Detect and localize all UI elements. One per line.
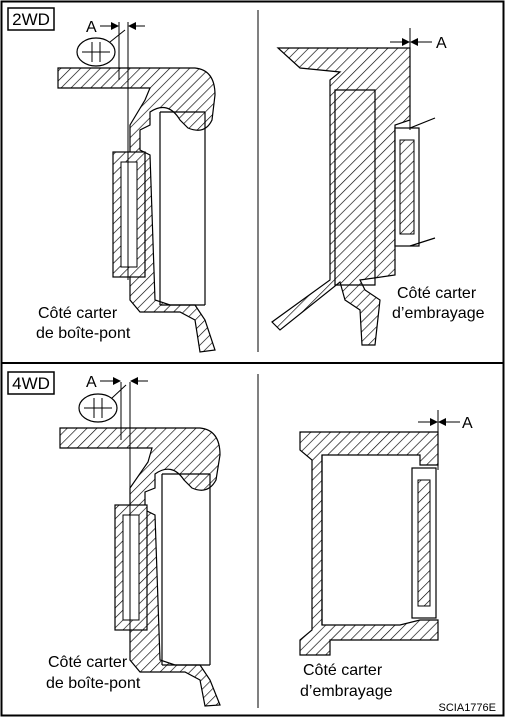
badge-4wd: 4WD	[12, 374, 50, 393]
dim-label-a: A	[86, 19, 97, 36]
transaxle-label-line1: Côté carter	[38, 305, 118, 322]
seal-core	[120, 161, 138, 268]
clutch-label-line2: d’embrayage	[392, 305, 485, 322]
figure-code: SCIA1776E	[439, 702, 496, 714]
seal-core	[399, 139, 415, 235]
clutch-side-section-2wd: A Côté carter d’embrayage	[271, 28, 485, 346]
transaxle-label-line2: de boîte-pont	[36, 325, 131, 342]
clutch-label-line1: Côté carter	[303, 662, 383, 679]
panel-4wd: 4WD A Côté carter de boîte-pont	[7, 371, 473, 707]
dim-label-a: A	[86, 374, 97, 391]
detail-callout-circle	[76, 37, 116, 67]
seal-lip	[409, 117, 436, 247]
clutch-housing	[271, 47, 411, 346]
detail-leader	[109, 29, 126, 43]
bore-wall	[334, 89, 376, 286]
badge-2wd-box	[7, 7, 55, 31]
transaxle-label-line2: de boîte-pont	[46, 675, 141, 692]
panel-2wd: 2WD A Côté carter de boîte-pont	[7, 7, 485, 353]
transaxle-side-section-2wd: A Côté carter de boîte-pont	[36, 19, 216, 353]
transaxle-label-line1: Côté carter	[48, 654, 128, 671]
badge-4wd-box	[7, 371, 55, 395]
detail-callout-circle	[78, 393, 118, 423]
bore-wall	[159, 111, 206, 306]
seal-core	[122, 514, 140, 621]
seal-core	[417, 479, 431, 607]
transaxle-side-section-4wd: A Côté carter de boîte-pont	[46, 374, 221, 707]
badge-2wd: 2WD	[12, 10, 50, 29]
detail-leader	[111, 384, 127, 399]
dim-label-a: A	[436, 35, 447, 52]
clutch-housing	[299, 431, 439, 656]
clutch-label-line2: d’embrayage	[300, 683, 393, 700]
clutch-label-line1: Côté carter	[397, 285, 477, 302]
dim-label-a: A	[462, 415, 473, 432]
clutch-side-section-4wd: A Côté carter d’embrayage	[299, 410, 473, 700]
bore-wall	[161, 473, 211, 666]
